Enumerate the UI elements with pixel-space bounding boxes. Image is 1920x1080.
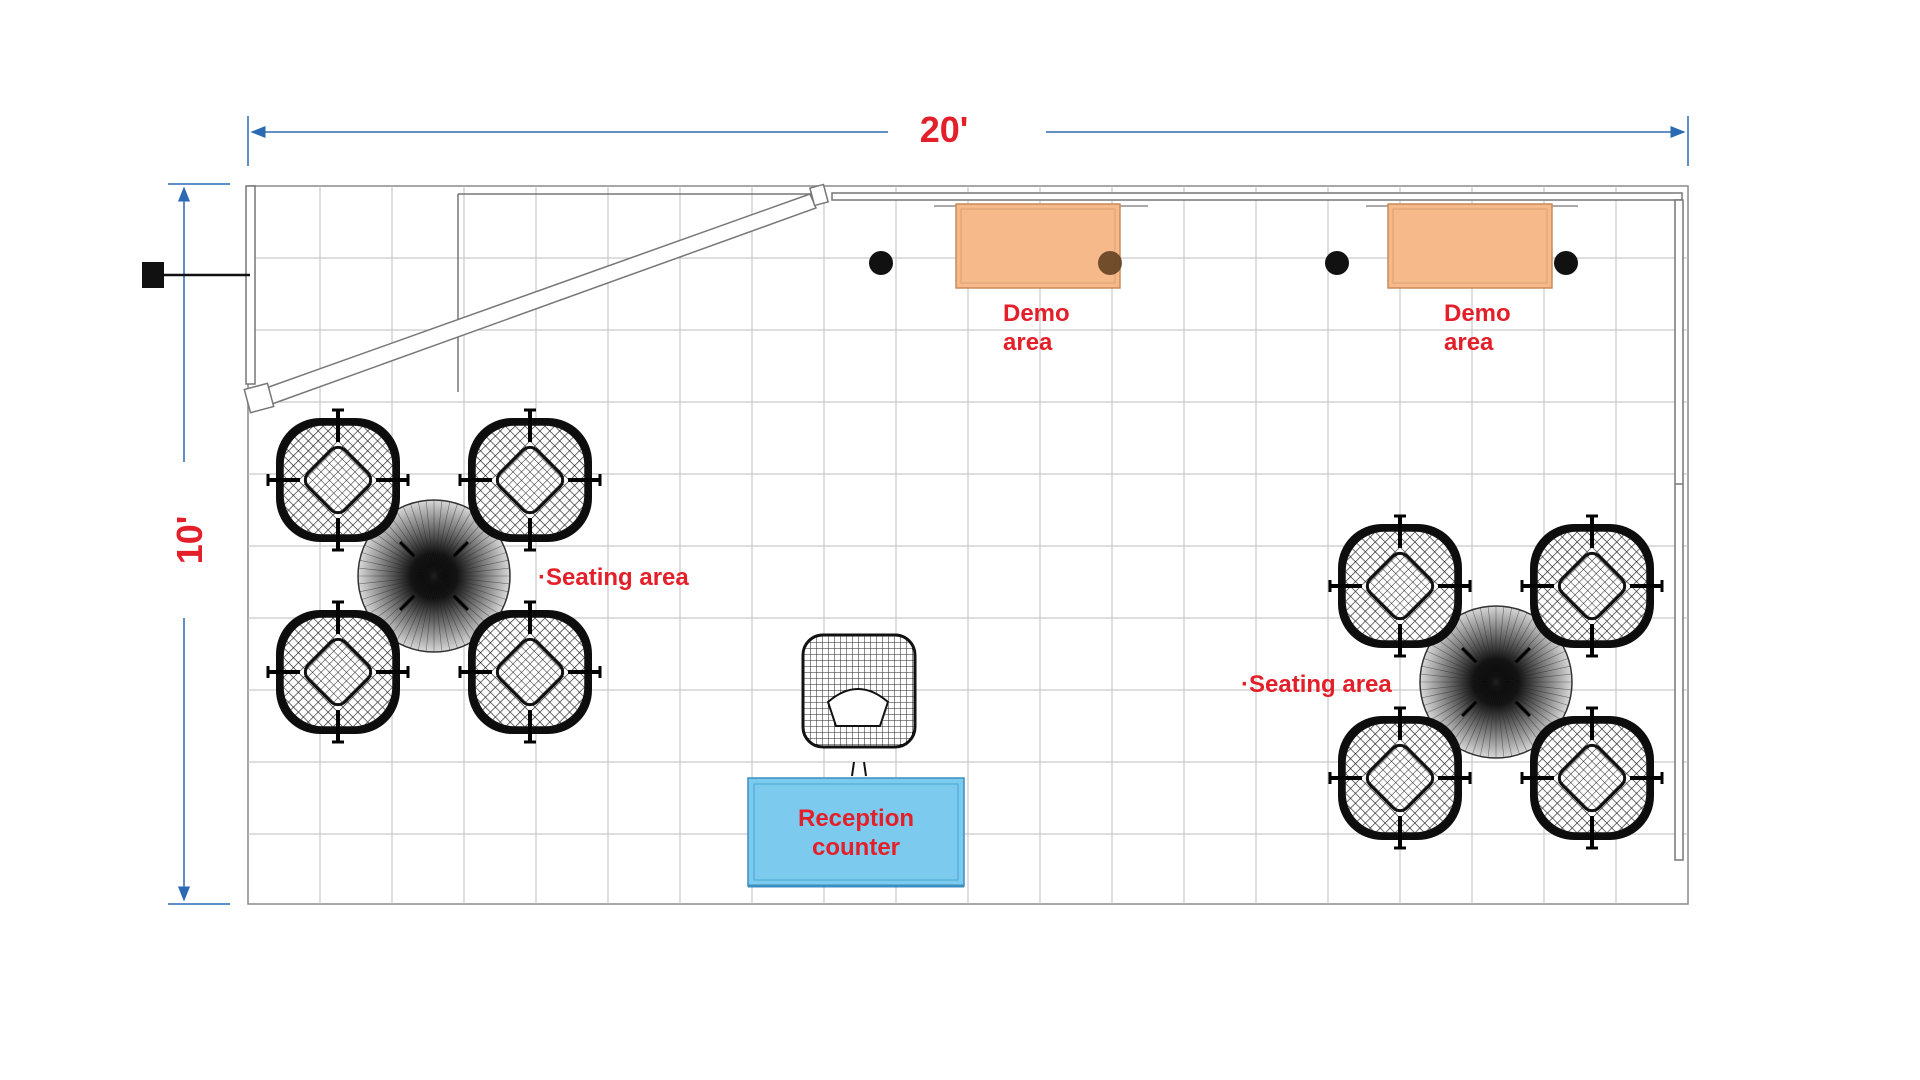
demo-area-label-line1: Demo <box>1444 300 1511 327</box>
width-dimension-line <box>247 116 1689 166</box>
depth-dimension-line <box>168 183 230 905</box>
demo-area-label-1: Demo area <box>1003 300 1070 358</box>
stool <box>1554 251 1578 275</box>
demo-area-label-line2: area <box>1003 328 1053 356</box>
demo-area-label-line1: Demo <box>1003 300 1070 327</box>
reception-label-line2: counter <box>811 833 901 861</box>
seating-group-2 <box>1328 514 1664 850</box>
lounge-chair <box>1520 514 1664 658</box>
stool <box>1098 251 1122 275</box>
reception-label-line1: Reception <box>797 805 915 832</box>
lounge-chair <box>458 600 602 744</box>
booth-walls <box>245 185 1684 861</box>
lounge-chair <box>1328 706 1472 850</box>
monitor-icon <box>142 262 250 288</box>
round-table <box>1419 605 1573 759</box>
reception-counter-label: Reception counter <box>798 805 914 863</box>
demo-area-label-2: Demo area <box>1444 300 1511 358</box>
demo-area-label-line2: area <box>1444 328 1494 356</box>
seating-area-label-2: ·Seating area <box>1241 671 1392 698</box>
seating-area-label-1: ·Seating area <box>538 564 689 591</box>
lounge-chair <box>458 408 602 552</box>
width-dimension-label: 20' <box>919 109 969 150</box>
stool <box>869 251 893 275</box>
depth-dimension-label: 10' <box>169 515 210 565</box>
lounge-chair <box>1328 514 1472 658</box>
round-table <box>357 499 511 653</box>
reception-counter <box>747 777 965 888</box>
lounge-chair <box>266 408 410 552</box>
angled-graphic-panel <box>243 183 830 414</box>
stool <box>1325 251 1349 275</box>
seating-group-1 <box>266 408 602 744</box>
lounge-chair <box>266 600 410 744</box>
lounge-chair <box>1520 706 1664 850</box>
demo-table-1 <box>934 203 1148 289</box>
stools <box>869 251 1578 275</box>
reception-chair <box>801 633 917 777</box>
demo-table-2 <box>1366 203 1578 289</box>
